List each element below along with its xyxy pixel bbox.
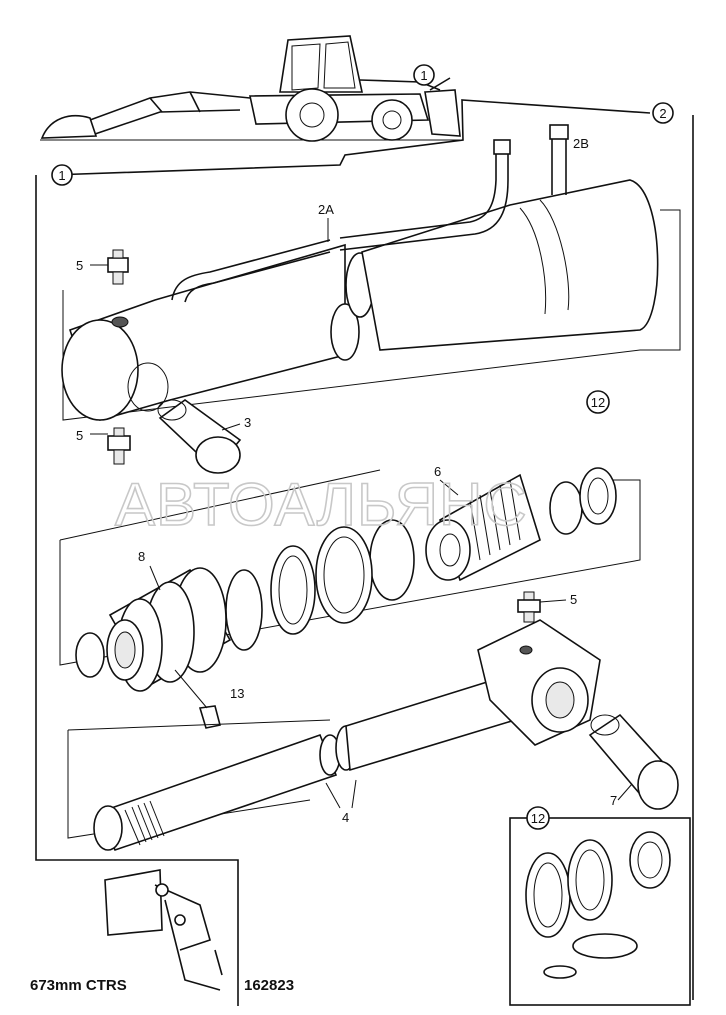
svg-text:2: 2 [659,106,666,121]
seal-kit-inset: 12 [509,806,691,1006]
svg-text:3: 3 [244,415,251,430]
svg-text:4: 4 [342,810,349,825]
bleed-screw-rod-eye: 5 [517,591,577,623]
svg-text:1: 1 [58,168,65,183]
svg-text:8: 8 [138,549,145,564]
centres-dimension: 673mm CTRS [30,977,127,994]
svg-text:1: 1 [420,68,427,83]
backhoe-loader-illustration [40,35,461,142]
svg-text:5: 5 [76,258,83,273]
callout-12-mid: 12 [586,390,610,414]
label-2B: 2B [573,136,589,151]
piston-rod: 4 [67,619,601,852]
watermark: АВТОАЛЬЯНС [115,471,528,538]
seal-rings [75,467,617,678]
assembly-outline [35,99,694,1006]
piston-row-frame [59,469,641,666]
svg-text:12: 12 [591,395,605,410]
piston-6: 6 [425,464,541,582]
bush-7: 7 [588,713,679,810]
bush-3: 3 [157,399,251,474]
bleed-screw-top: 5 [76,249,129,285]
callout-2: 2 [652,102,674,124]
svg-text:5: 5 [76,428,83,443]
svg-text:6: 6 [434,464,441,479]
drawing-number: 162823 [244,977,294,994]
svg-text:13: 13 [230,686,244,701]
callout-1-main: 1 [51,164,73,186]
mounting-illustration [104,869,223,991]
cylinder-barrel [61,124,681,421]
callout-1-top: 1 [413,64,435,86]
svg-text:5: 5 [570,592,577,607]
bleed-screw-mid: 5 [76,427,131,465]
svg-text:7: 7 [610,793,617,808]
roll-pin-13: 13 [174,669,244,729]
label-2A: 2A [318,202,334,217]
gland-8: 8 [106,549,232,692]
svg-text:12: 12 [531,811,545,826]
